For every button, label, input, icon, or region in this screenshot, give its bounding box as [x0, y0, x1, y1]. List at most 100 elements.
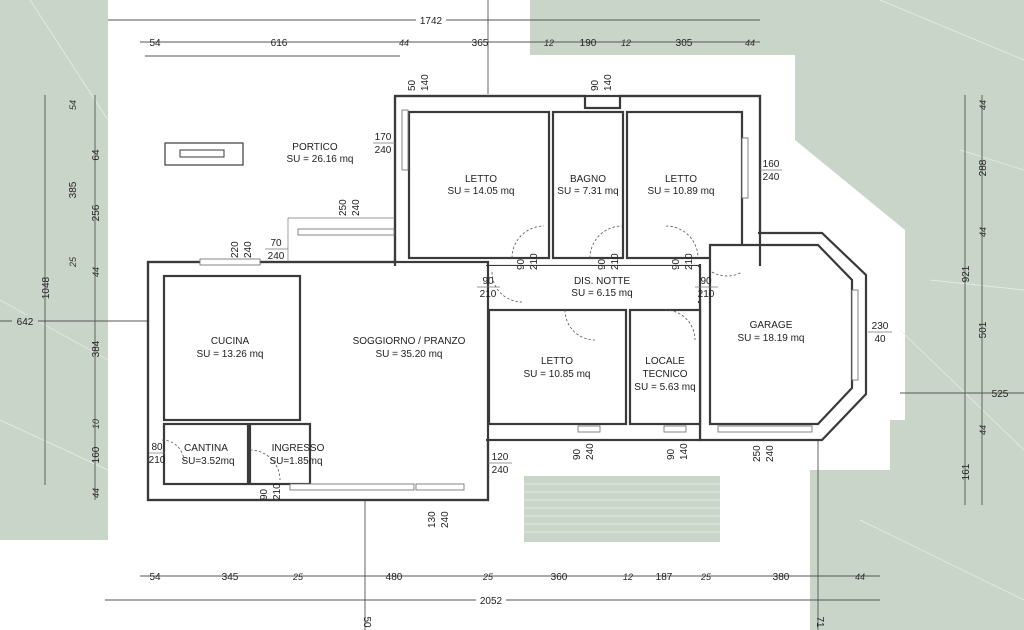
op-90-140-bot-h: 140 [679, 443, 690, 460]
op-170-240-h: 240 [375, 145, 392, 156]
op-90-240-w: 90 [572, 448, 583, 460]
op-90-210-a-h: 210 [529, 253, 540, 270]
dim-right-sub-3: 161 [961, 463, 972, 480]
dim-top-total: 1742 [420, 16, 443, 27]
room-letto3-area: SU = 10.85 mq [524, 369, 591, 380]
room-labels: PORTICO SU = 26.16 mq LETTO SU = 14.05 m… [181, 142, 804, 467]
room-letto1-name: LETTO [465, 174, 497, 185]
room-ingresso-area: SU=1.85mq [269, 456, 322, 467]
dim-top-seg-0: 54 [149, 38, 161, 49]
dim-top-seg-4: 12 [544, 38, 554, 48]
dim-right-seg-1: 44 [978, 227, 988, 237]
dim-bot-seg-2: 25 [292, 572, 304, 582]
room-garage-name: GARAGE [750, 320, 793, 331]
room-cantina-area: SU=3.52mq [181, 456, 234, 467]
lawn-stripes [524, 483, 720, 533]
room-soggiorno-name: SOGGIORNO / PRANZO [353, 336, 466, 347]
room-garage-area: SU = 18.19 mq [738, 333, 805, 344]
dim-bot-total: 2052 [480, 596, 503, 607]
room-letto2-name: LETTO [665, 174, 697, 185]
dim-bot-seg-6: 12 [623, 572, 633, 582]
room-bagno-area: SU = 7.31 mq [557, 186, 618, 197]
terrain-left [0, 0, 108, 540]
op-250-240-bot-h: 240 [765, 445, 776, 462]
portico [164, 142, 395, 266]
room-tecnico-area: SU = 5.63 mq [634, 382, 695, 393]
op-170-240-w: 170 [375, 132, 392, 143]
dim-bot-seg-5: 360 [551, 572, 568, 583]
room-portico-name: PORTICO [292, 142, 338, 153]
dim-right-sub-2: 525 [992, 389, 1009, 400]
right-dimensions: 44 288 44 921 501 525 44 161 [961, 100, 1009, 480]
dim-left-total: 1048 [41, 276, 52, 299]
op-90-210-e-w: 90 [597, 258, 608, 270]
op-250-240-h: 240 [351, 199, 362, 216]
op-90-210-f-h: 210 [272, 483, 283, 500]
dim-bot-seg-9: 380 [773, 572, 790, 583]
op-130-240-w: 130 [427, 511, 438, 528]
room-bagno-name: BAGNO [570, 174, 606, 185]
dim-bot-seg-3: 480 [386, 572, 403, 583]
op-230-40-h: 40 [874, 334, 886, 345]
op-50-140-h: 140 [420, 74, 431, 91]
dim-bot-seg-4: 25 [482, 572, 494, 582]
dim-top-seg-5: 190 [580, 38, 597, 49]
room-cucina-name: CUCINA [211, 336, 250, 347]
op-90-240-h: 240 [585, 443, 596, 460]
op-90-210-e-h: 210 [610, 253, 621, 270]
op-90-210-c-h: 210 [480, 289, 497, 300]
dim-top-seg-7: 305 [676, 38, 693, 49]
dim-top-seg-8: 44 [745, 38, 755, 48]
op-90-210-c-w: 90 [482, 276, 494, 287]
op-160-240-w: 160 [763, 159, 780, 170]
op-90-210-a-w: 90 [516, 258, 527, 270]
dim-left-sub-0: 385 [68, 181, 79, 198]
dim-top-seg-1: 616 [271, 38, 288, 49]
left-dimensions: 1048 54 64 385 256 25 44 642 384 10 160 … [12, 100, 102, 498]
op-90-140-top-w: 90 [590, 79, 601, 91]
op-90-140-top-h: 140 [603, 74, 614, 91]
opening-dimensions: 50 140 170 240 90 140 160 240 250 240 22… [149, 74, 892, 528]
room-tecnico-name1: LOCALE [645, 356, 685, 367]
op-90-210-d-h: 210 [698, 289, 715, 300]
op-50-140-w: 50 [407, 79, 418, 91]
dim-left-seg-1: 64 [91, 149, 102, 161]
room-ingresso-name: INGRESSO [272, 443, 325, 454]
op-90-210-d-w: 90 [700, 276, 712, 287]
room-portico-area: SU = 26.16 mq [287, 154, 354, 165]
op-220-240-w: 220 [230, 241, 241, 258]
dim-left-seg-4: 44 [91, 267, 101, 277]
dim-right-seg-0: 44 [978, 100, 988, 110]
dim-left-seg-3: 25 [68, 256, 78, 268]
room-soggiorno-area: SU = 35.20 mq [376, 349, 443, 360]
room-letto2-area: SU = 10.89 mq [648, 186, 715, 197]
op-80-210-h: 210 [149, 455, 166, 466]
op-90-210-f-w: 90 [259, 488, 270, 500]
room-letto1-area: SU = 14.05 mq [448, 186, 515, 197]
op-220-240-h: 240 [243, 241, 254, 258]
windows [289, 109, 859, 491]
op-90-210-b-w: 90 [671, 258, 682, 270]
dim-bot-seg-10: 44 [855, 572, 865, 582]
op-90-140-bot-w: 90 [666, 448, 677, 460]
dim-right-sub-1: 501 [978, 321, 989, 338]
dim-bot-seg-1: 345 [222, 572, 239, 583]
room-tecnico-name2: TECNICO [643, 369, 688, 380]
op-250-240-bot-w: 250 [752, 445, 763, 462]
dim-left-seg-6: 44 [91, 488, 101, 498]
dim-left-sub-1: 642 [17, 317, 34, 328]
room-disnotte-area: SU = 6.15 mq [571, 288, 632, 299]
bottom-mark-0: 50 [361, 616, 372, 628]
door-swings [161, 225, 743, 481]
dim-top-seg-2: 44 [399, 38, 409, 48]
bottom-mark-1: 71 [814, 616, 825, 628]
bottom-dimensions: 54 345 25 480 25 360 12 187 25 380 44 20… [149, 572, 865, 628]
lawn-patch [524, 476, 720, 542]
dim-top-seg-3: 365 [472, 38, 489, 49]
op-70-240-h: 240 [268, 251, 285, 262]
op-120-240-h: 240 [492, 465, 509, 476]
room-cucina-area: SU = 13.26 mq [197, 349, 264, 360]
dim-right-total: 921 [961, 265, 972, 282]
